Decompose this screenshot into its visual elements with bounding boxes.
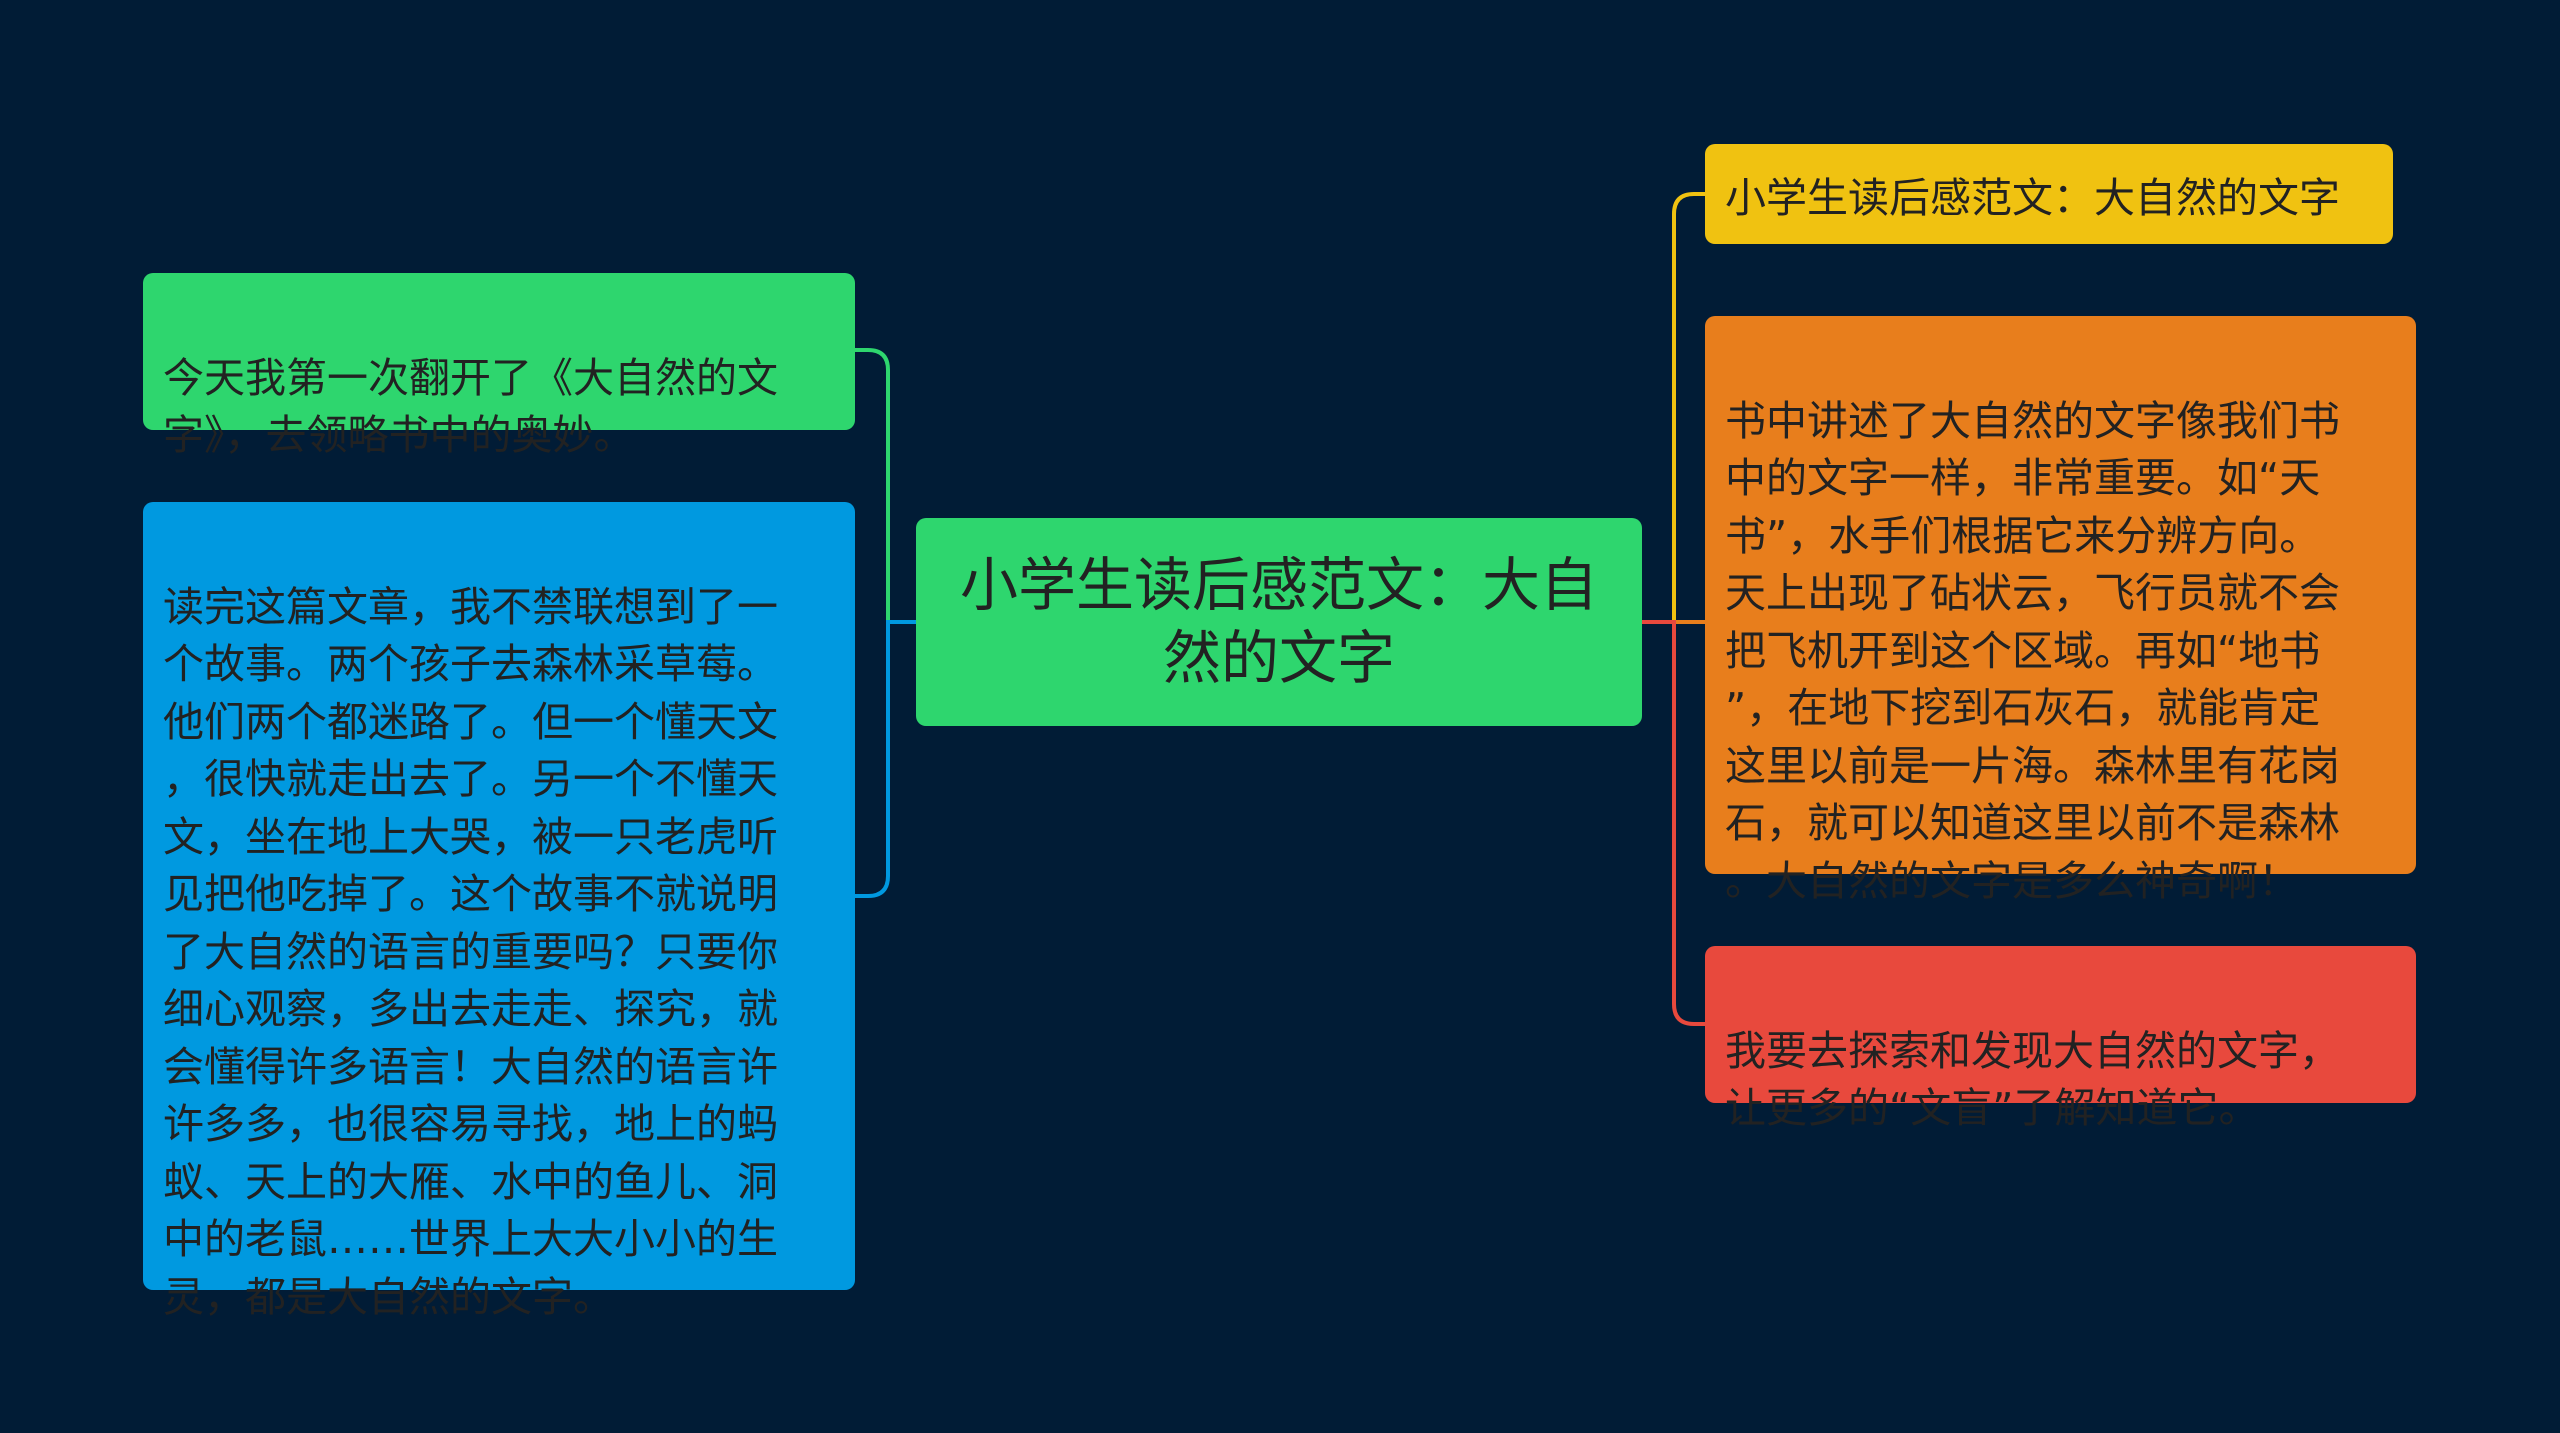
right-topic-node-3[interactable]: 我要去探索和发现大自然的文字， 让更多的“文盲”了解知道它。 — [1705, 946, 2416, 1132]
right-topic-label-2: 书中讲述了大自然的文字像我们书 中的文字一样，非常重要。如“天 书”，水手们根据… — [1725, 396, 2340, 905]
right-topic-label-1: 小学生读后感范文：大自然的文字 — [1725, 174, 2340, 222]
central-topic-node[interactable]: 小学生读后感范文：大自然的文字 — [916, 518, 1642, 726]
right-topic-node-1[interactable]: 小学生读后感范文：大自然的文字 — [1705, 144, 2393, 244]
connector-left-top — [855, 348, 916, 624]
left-topic-label-1: 今天我第一次翻开了《大自然的文 字》，去领略书中的奥妙。 — [163, 353, 778, 460]
connector-right-bottom — [1642, 620, 1705, 1026]
left-topic-node-2[interactable]: 读完这篇文章，我不禁联想到了一 个故事。两个孩子去森林采草莓。 他们两个都迷路了… — [143, 502, 855, 1321]
connector-left-bottom — [855, 620, 916, 898]
right-topic-node-2[interactable]: 书中讲述了大自然的文字像我们书 中的文字一样，非常重要。如“天 书”，水手们根据… — [1705, 316, 2416, 905]
left-topic-node-1[interactable]: 今天我第一次翻开了《大自然的文 字》，去领略书中的奥妙。 — [143, 273, 855, 459]
connector-right-title — [1642, 192, 1705, 624]
central-topic-label: 小学生读后感范文：大自然的文字 — [959, 551, 1598, 692]
left-topic-label-2: 读完这篇文章，我不禁联想到了一 个故事。两个孩子去森林采草莓。 他们两个都迷路了… — [163, 582, 778, 1321]
right-topic-label-3: 我要去探索和发现大自然的文字， 让更多的“文盲”了解知道它。 — [1725, 1026, 2340, 1133]
